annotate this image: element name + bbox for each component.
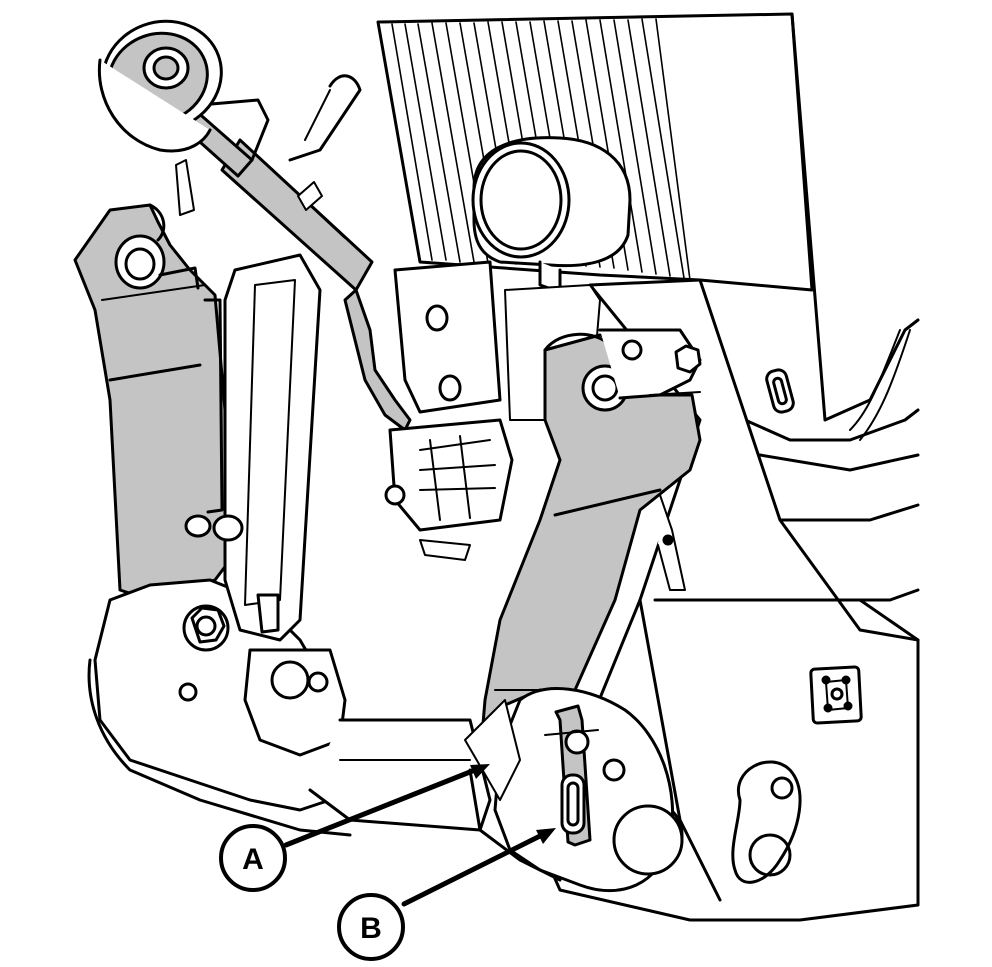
callout-leaders [283,765,551,907]
right-lift-arm [478,328,702,762]
callout-a-circle [219,824,287,892]
callout-b [337,893,405,961]
callout-a [219,824,287,892]
callout-b-label: B [360,912,382,945]
left-lift-arm [73,203,232,602]
leader-line-a [283,765,483,848]
lower-link-right [464,687,684,893]
callout-b-circle [337,893,405,961]
callout-a-label: A [242,843,264,876]
tractor-body [743,12,920,602]
top-link [97,19,412,432]
center-strut [184,253,322,642]
leader-line-b [401,829,551,907]
